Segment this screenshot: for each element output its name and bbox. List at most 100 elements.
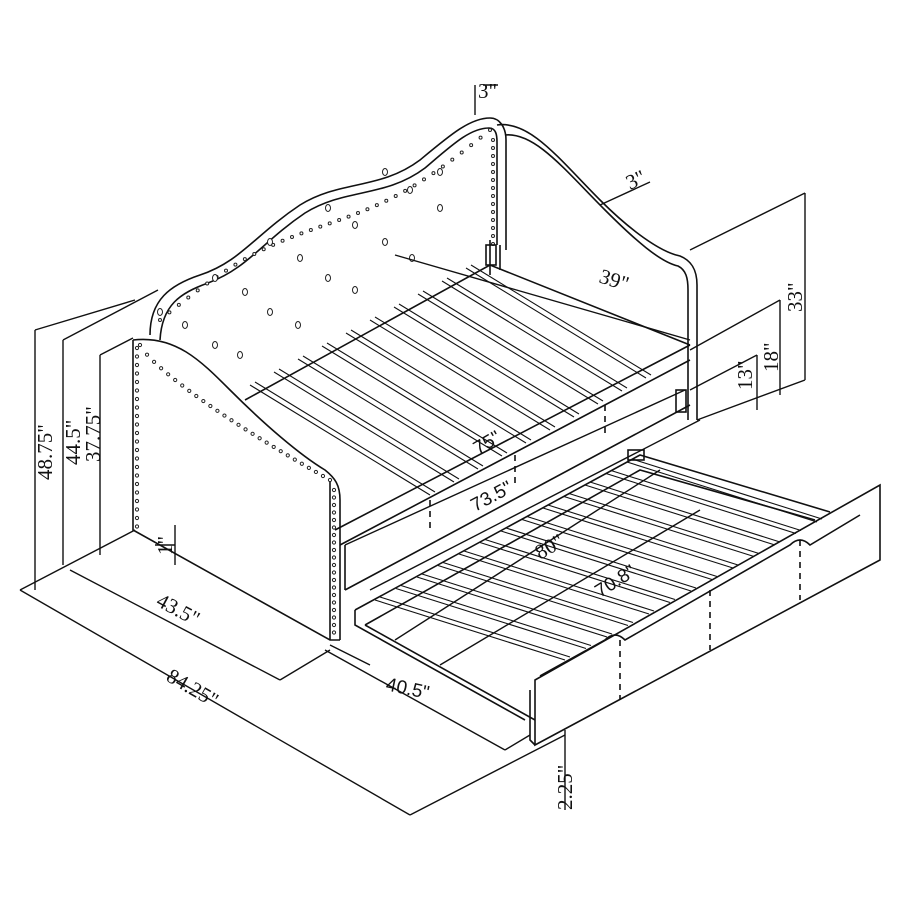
dim-total-length: 84.25" bbox=[163, 664, 223, 713]
nailhead-stud bbox=[331, 622, 337, 628]
nailhead-stud bbox=[393, 193, 398, 198]
nailhead-stud bbox=[261, 247, 266, 252]
trundle-slat bbox=[563, 492, 760, 558]
dim-leg-height: 1" bbox=[153, 536, 177, 555]
nailhead-stud bbox=[331, 577, 337, 583]
dim-arm-thickness: 3" bbox=[622, 165, 649, 195]
nailhead-stud bbox=[144, 352, 150, 357]
dim-seat-height: 18" bbox=[759, 342, 783, 372]
nailhead-stud bbox=[285, 453, 290, 458]
nailhead-stud bbox=[346, 214, 351, 219]
slat bbox=[465, 264, 652, 379]
nailhead-stud bbox=[194, 393, 199, 399]
dim-trundle-length: 80" bbox=[531, 529, 569, 565]
nailhead-stud bbox=[195, 288, 200, 293]
nailhead-stud bbox=[365, 207, 370, 212]
nailhead-stud bbox=[134, 498, 140, 504]
nailhead-stud bbox=[222, 413, 227, 418]
back-panel bbox=[149, 117, 507, 359]
right-arm bbox=[496, 123, 698, 420]
trundle-slat bbox=[521, 515, 718, 581]
nailhead-stud bbox=[491, 218, 495, 222]
nailhead-stud bbox=[320, 473, 326, 479]
nailhead-stud bbox=[422, 177, 426, 182]
nailhead-stud bbox=[134, 507, 140, 512]
nailhead-stud bbox=[431, 171, 436, 176]
nailhead-stud bbox=[201, 398, 206, 404]
button-tuft bbox=[267, 238, 273, 246]
nailhead-stud bbox=[134, 396, 140, 402]
nailhead-stud bbox=[306, 465, 311, 470]
slat bbox=[441, 277, 628, 392]
dim-back-height: 44.5" bbox=[61, 420, 85, 465]
button-tuft bbox=[295, 321, 301, 329]
nailhead-stud bbox=[252, 252, 257, 257]
nailhead-stud bbox=[134, 405, 140, 410]
nailhead-stud bbox=[440, 164, 445, 169]
nailhead-stud bbox=[308, 227, 313, 232]
button-tuft bbox=[157, 308, 163, 316]
nailhead-stud bbox=[459, 150, 464, 155]
nailhead-stud bbox=[331, 540, 337, 545]
button-tuft bbox=[267, 308, 273, 316]
nailhead-stud bbox=[491, 202, 495, 206]
nailhead-stud bbox=[134, 447, 140, 453]
nailhead-stud bbox=[313, 469, 319, 475]
trundle-slat bbox=[584, 481, 781, 546]
nailhead-stud bbox=[159, 366, 164, 371]
nailhead-stud bbox=[243, 427, 248, 432]
slat bbox=[273, 368, 460, 483]
dim-depth: 43.5" bbox=[153, 588, 204, 630]
nailhead-stud bbox=[134, 439, 140, 444]
button-tuft bbox=[212, 274, 218, 282]
nailhead-stud bbox=[134, 362, 140, 368]
nailhead-stud bbox=[331, 592, 337, 598]
slat bbox=[393, 303, 580, 418]
nailhead-stud bbox=[331, 607, 337, 613]
nailhead-stud bbox=[403, 188, 408, 193]
slat bbox=[297, 355, 484, 470]
trundle-slat bbox=[374, 596, 571, 661]
nailhead-stud bbox=[488, 128, 492, 132]
nailhead-stud bbox=[299, 231, 304, 236]
nailhead-stud bbox=[491, 154, 495, 158]
nailhead-stud bbox=[331, 585, 337, 590]
trundle bbox=[354, 449, 881, 747]
nailhead-stud bbox=[134, 473, 140, 478]
nailhead-stud bbox=[215, 408, 220, 413]
slat bbox=[417, 290, 604, 405]
nailhead-stud bbox=[134, 413, 140, 419]
trundle-slat bbox=[605, 469, 802, 535]
button-tuft bbox=[325, 204, 331, 212]
nailhead-stud bbox=[134, 422, 140, 427]
nailhead-stud bbox=[374, 203, 379, 208]
nailhead-stud bbox=[331, 525, 337, 530]
trundle-slat bbox=[437, 561, 634, 627]
nailhead-stud bbox=[208, 403, 213, 409]
nailhead-stud bbox=[278, 449, 283, 454]
button-tuft bbox=[242, 288, 248, 296]
trundle-slat bbox=[395, 584, 592, 650]
nailhead-stud bbox=[167, 310, 172, 315]
nailhead-stud bbox=[292, 457, 297, 462]
nailhead-stud bbox=[412, 183, 417, 188]
nailhead-stud bbox=[331, 510, 337, 515]
nailhead-stud bbox=[134, 481, 140, 487]
nailhead-stud bbox=[158, 318, 162, 322]
nailhead-stud bbox=[242, 257, 247, 262]
nailhead-stud bbox=[327, 477, 333, 483]
nailhead-stud bbox=[356, 211, 360, 216]
button-tuft bbox=[182, 321, 188, 329]
nailhead-stud bbox=[173, 377, 178, 383]
nailhead-stud bbox=[331, 532, 337, 538]
button-tuft bbox=[352, 286, 358, 294]
trundle-slat bbox=[479, 538, 676, 604]
button-tuft bbox=[325, 274, 331, 282]
nailhead-stud bbox=[180, 383, 185, 388]
nailhead-stud bbox=[331, 630, 337, 635]
nailhead-stud bbox=[491, 138, 495, 142]
nailhead-stud bbox=[229, 418, 234, 423]
nailhead-stud bbox=[331, 555, 337, 560]
nailhead-stud bbox=[331, 562, 337, 568]
